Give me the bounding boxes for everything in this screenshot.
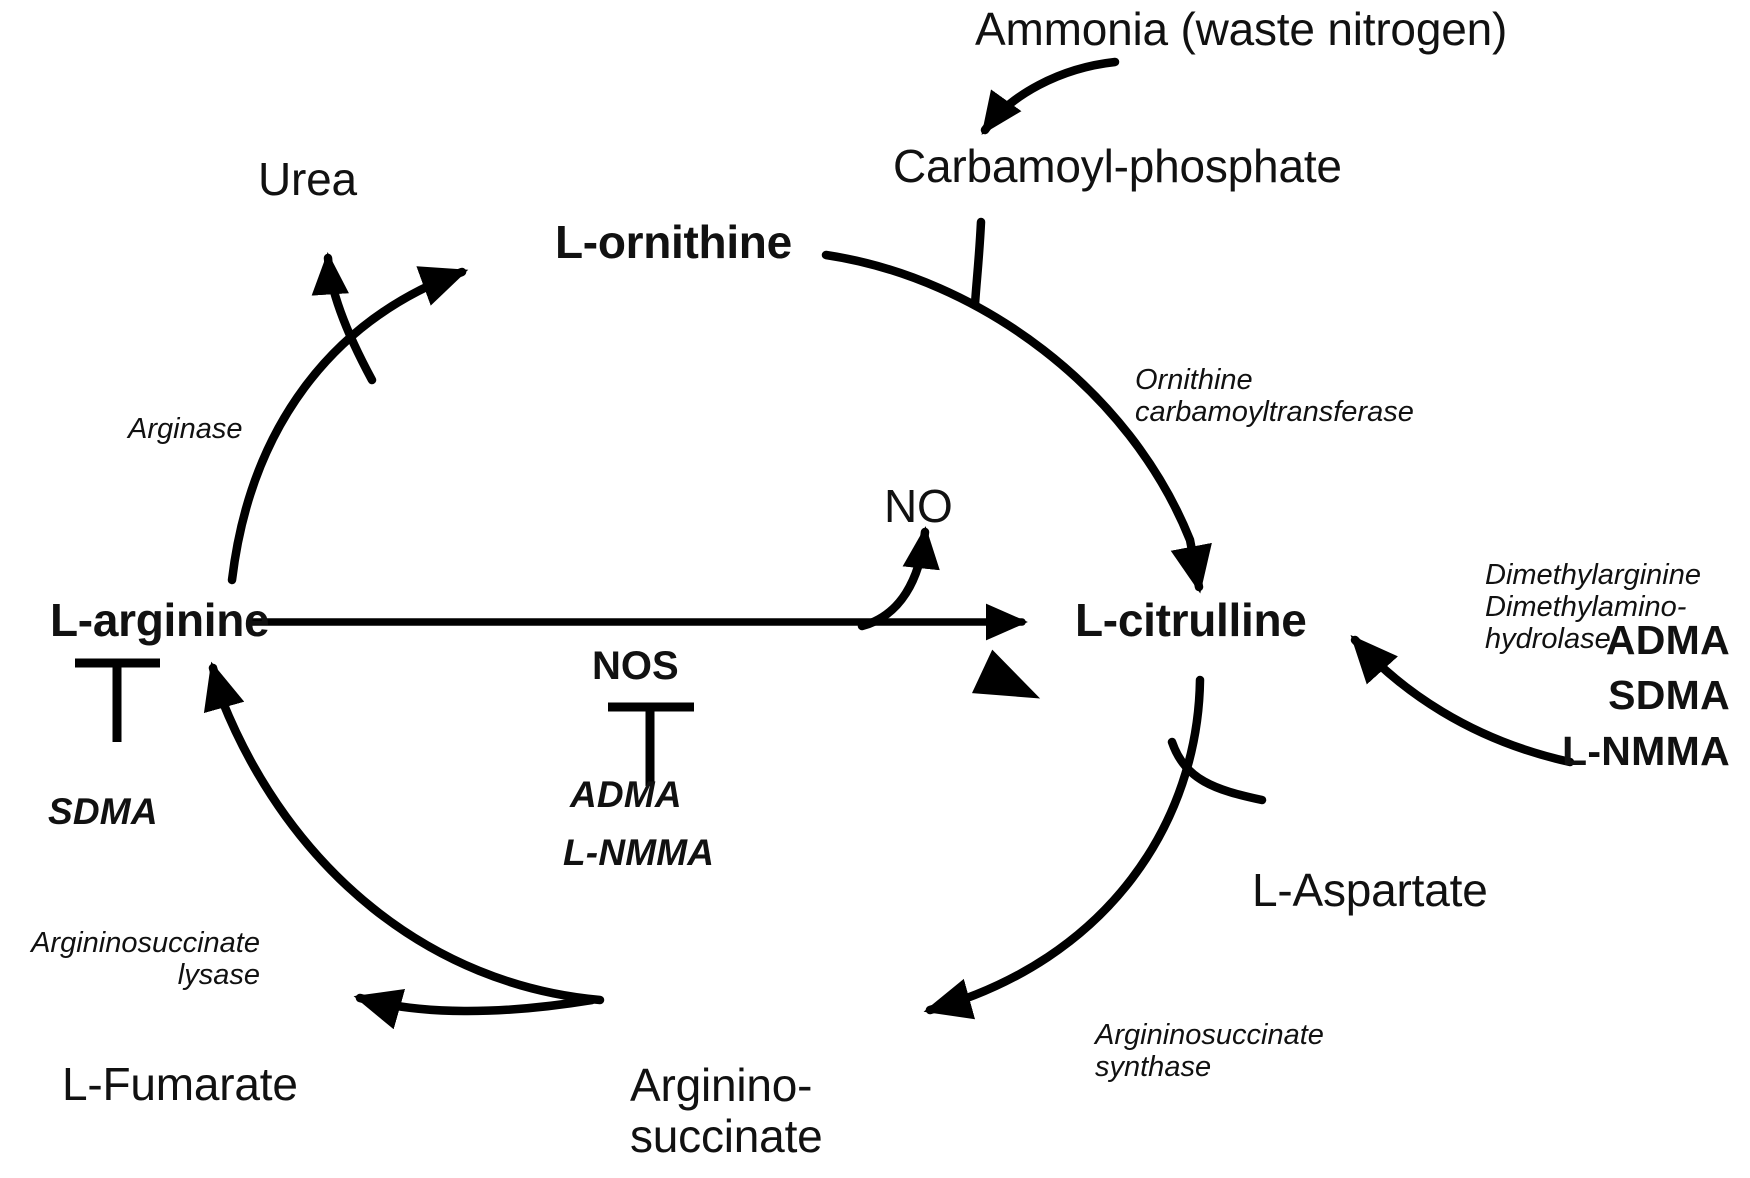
inhibitor-adma-on-nos: ADMA (570, 774, 682, 815)
enzyme-argininosuccinate-lyase-line1: Argininosuccinate (31, 927, 260, 959)
metabolite-argininosuccinate-line1: Arginino- (630, 1059, 813, 1111)
metabolite-l-fumarate: L-Fumarate (62, 1058, 298, 1110)
substrate-lnmma: L-NMMA (1561, 727, 1730, 774)
substrate-adma: ADMA (1605, 617, 1730, 663)
arrow-carbamoyl-phosphate-into-cycle (970, 217, 986, 310)
enzyme-dimethylarginine-dimethylaminohydrolase: Dimethylarginine Dimethylamino- hydrolas… (1485, 559, 1701, 656)
arrow-ammonia-to-carbamoyl-phosphate (980, 57, 1120, 135)
metabolite-ammonia: Ammonia (waste nitrogen) (975, 3, 1508, 55)
enzyme-nos: NOS (592, 644, 679, 688)
metabolite-l-ornithine: L-ornithine (555, 216, 792, 268)
metabolite-carbamoyl-phosphate: Carbamoyl-phosphate (893, 140, 1342, 192)
arrow-to-fumarate (353, 988, 597, 1030)
enzyme-ornithine-carbamoyltransferase-line2: carbamoyltransferase (1135, 395, 1414, 428)
metabolite-argininosuccinate: Arginino- succinate (630, 1060, 823, 1161)
metabolite-argininosuccinate-line2: succinate (630, 1109, 823, 1162)
enzyme-ddah-line1: Dimethylarginine (1485, 559, 1701, 591)
metabolite-l-citrulline: L-citrulline (1075, 594, 1307, 646)
arrow-to-nitric-oxide (857, 526, 940, 631)
enzyme-ornithine-carbamoyltransferase: Ornithine carbamoyltransferase (1135, 364, 1414, 429)
enzyme-arginase: Arginase (128, 413, 243, 445)
enzyme-ddah-line2: Dimethylamino- (1485, 590, 1687, 623)
enzyme-argininosuccinate-synthase-line2: synthase (1095, 1050, 1212, 1083)
arc-argininosuccinate-to-arginine (203, 661, 605, 1005)
inhibition-tbar-sdma-arginine (75, 658, 160, 742)
arrow-aspartate-into-cycle (1167, 737, 1267, 805)
metabolite-l-aspartate: L-Aspartate (1252, 864, 1488, 916)
enzyme-ddah-line3: hydrolase (1485, 622, 1611, 655)
enzyme-ornithine-carbamoyltransferase-line1: Ornithine (1135, 364, 1253, 396)
arrowhead-decor-citrulline (971, 649, 1041, 699)
metabolite-urea: Urea (258, 153, 357, 205)
arc-citrulline-to-argininosuccinate (923, 675, 1205, 1020)
enzyme-argininosuccinate-synthase: Argininosuccinate synthase (1095, 1019, 1324, 1084)
substrate-sdma: SDMA (1608, 672, 1730, 719)
metabolite-l-arginine: L-arginine (50, 594, 270, 646)
enzyme-argininosuccinate-lyase: Argininosuccinate lysase (0, 927, 260, 992)
methylarginine-substrate-list: ADMA SDMA L-NMMA (1400, 613, 1730, 779)
enzyme-argininosuccinate-synthase-line1: Argininosuccinate (1095, 1019, 1324, 1051)
enzyme-argininosuccinate-lyase-line2: lysase (177, 958, 260, 991)
inhibitor-lnmma-on-nos: L-NMMA (563, 832, 715, 873)
arrow-to-urea (311, 252, 377, 385)
inhibitor-sdma-on-arginine: SDMA (48, 791, 158, 832)
metabolite-nitric-oxide: NO (884, 480, 953, 532)
arc-arginine-to-ornithine (227, 266, 469, 585)
